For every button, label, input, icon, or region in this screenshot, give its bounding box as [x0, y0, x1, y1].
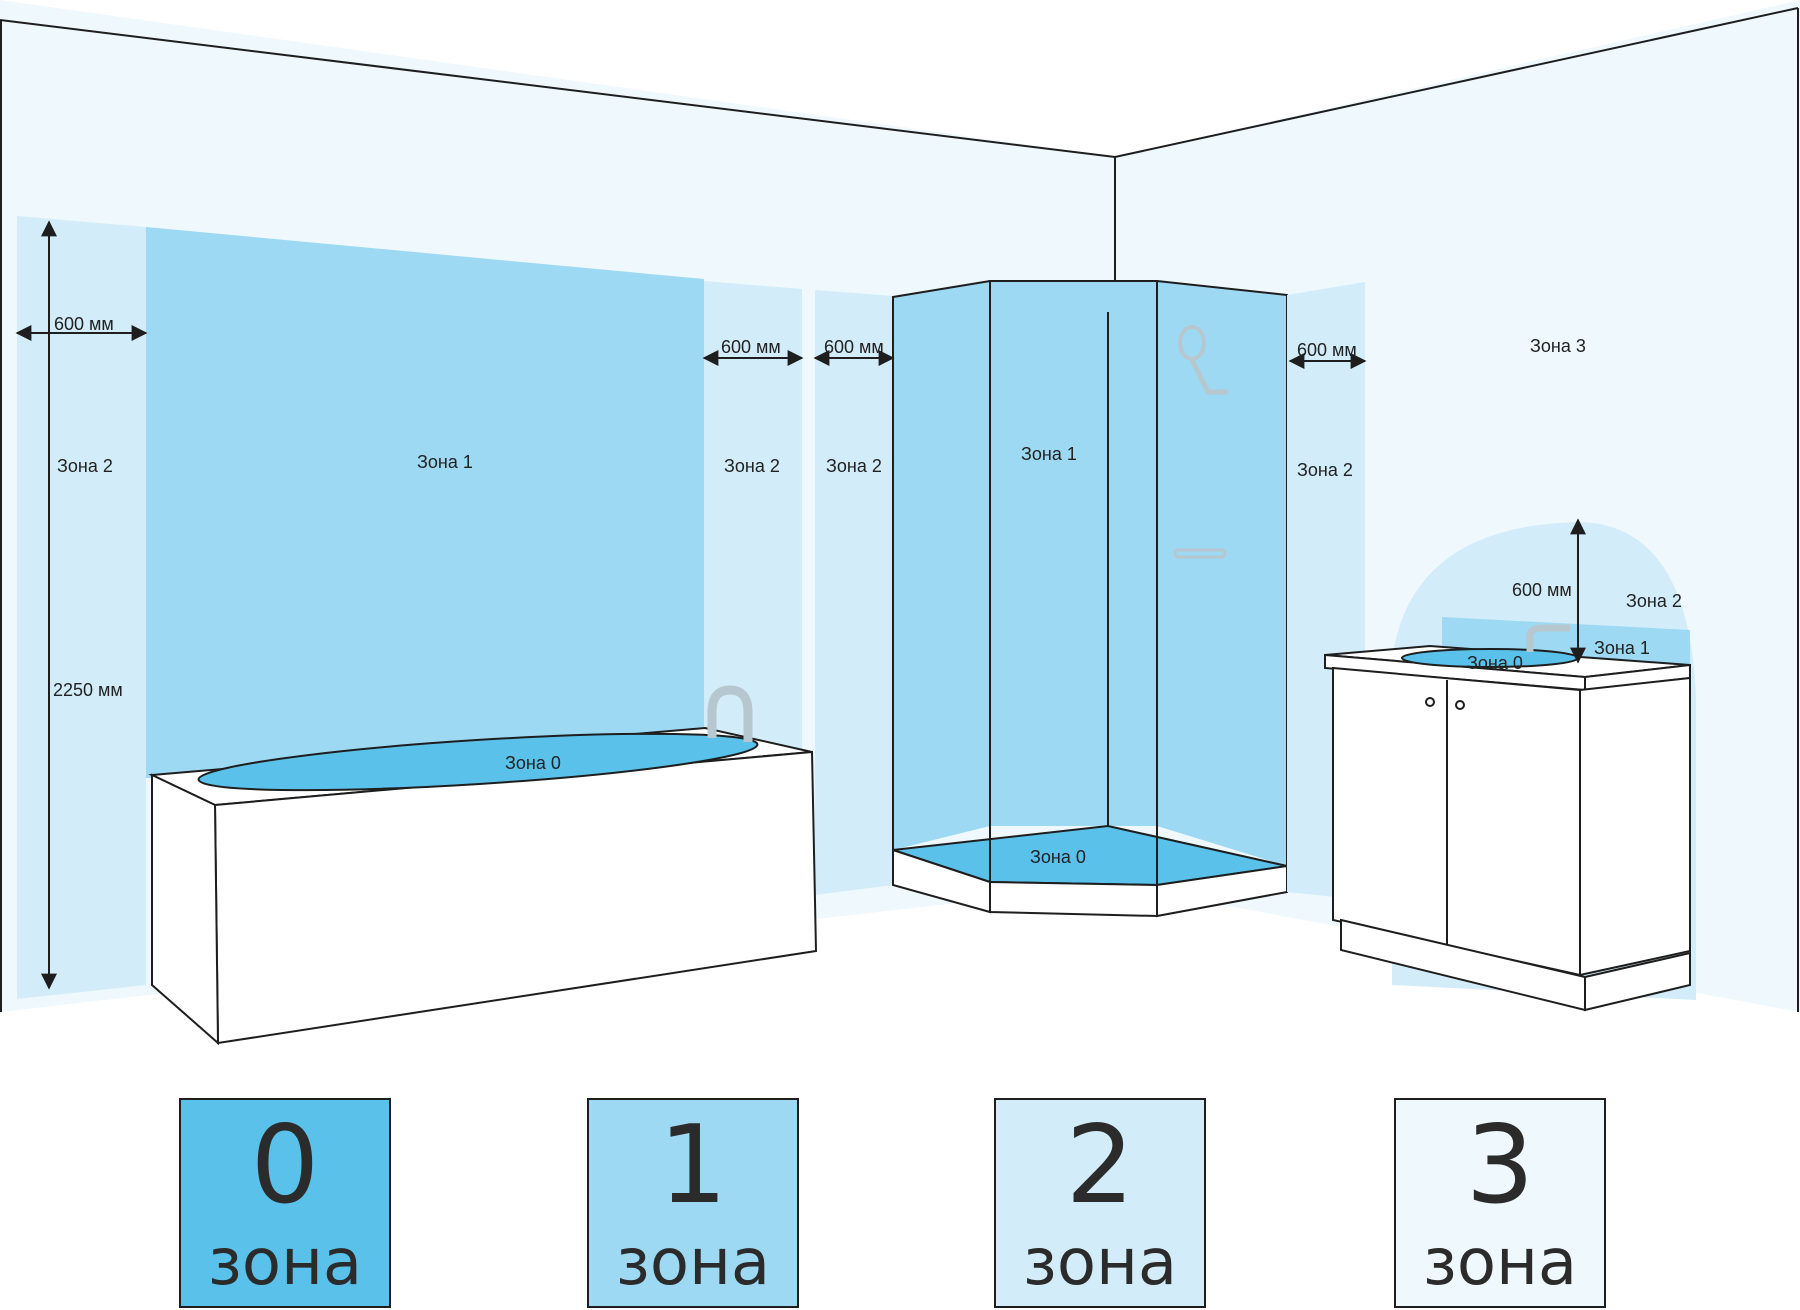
legend-item-zone2: 2 зона — [994, 1098, 1206, 1308]
bath-tub-zone-label: Зона 0 — [505, 753, 561, 773]
sink-height-label: 600 мм — [1512, 580, 1572, 600]
bath-right-zone2 — [704, 281, 802, 772]
bath-wall-zone1 — [146, 227, 704, 778]
bathtub-side — [151, 773, 220, 1046]
legend-word: зона — [616, 1226, 770, 1300]
legend-number: 3 — [1466, 1103, 1535, 1228]
bath-left-zone-label: Зона 2 — [57, 456, 113, 476]
shower-base-mid — [989, 880, 1158, 918]
bath-right-width-label: 600 мм — [721, 337, 781, 357]
legend-word: зона — [1423, 1226, 1577, 1300]
shower-right-zone1 — [1157, 281, 1287, 866]
legend-item-zone0: 0 зона — [179, 1098, 391, 1308]
cabinet-knob-left — [1425, 697, 1435, 707]
shower-tray-zone-label: Зона 0 — [1030, 847, 1086, 867]
bath-height-label: 2250 мм — [53, 680, 123, 700]
legend-item-zone1: 1 зона — [587, 1098, 799, 1308]
shower-left-zone-label: Зона 2 — [826, 456, 882, 476]
sink-zone2-label: Зона 2 — [1626, 591, 1682, 611]
legend-number: 1 — [659, 1103, 728, 1228]
shower-left-width-label: 600 мм — [824, 337, 884, 357]
shower-right-width-label: 600 мм — [1297, 340, 1357, 360]
legend-word: зона — [208, 1226, 362, 1300]
shower-right-zone-label: Зона 2 — [1297, 460, 1353, 480]
shower-zone-label: Зона 1 — [1021, 444, 1077, 464]
shower-back-left-zone1 — [893, 281, 990, 850]
bath-left-width-label: 600 мм — [54, 314, 114, 334]
vanity-cabinet-side — [1579, 676, 1691, 977]
legend-number: 0 — [251, 1103, 320, 1228]
vanity-plinth-side — [1584, 951, 1691, 1012]
sink-zone1-label: Зона 1 — [1594, 638, 1650, 658]
shower-back-right-zone1 — [990, 281, 1157, 826]
cabinet-knob-right — [1455, 700, 1465, 710]
bath-right-zone-label: Зона 2 — [724, 456, 780, 476]
sink-faucet-icon — [1526, 624, 1570, 652]
faucet-icon — [707, 685, 753, 742]
sink-basin-zone-label: Зона 0 — [1467, 653, 1523, 673]
shower-left-zone2 — [815, 290, 893, 895]
bathtub-basin-zone0 — [197, 732, 759, 792]
shower-head-icon — [1173, 325, 1228, 559]
legend-word: зона — [1023, 1226, 1177, 1300]
wall-zone-label: Зона 3 — [1530, 336, 1586, 356]
legend-item-zone3: 3 зона — [1394, 1098, 1606, 1308]
legend: 0 зона 1 зона 2 зона 3 зона — [179, 1098, 1606, 1308]
bath-wall-zone-label: Зона 1 — [417, 452, 473, 472]
legend-number: 2 — [1066, 1103, 1135, 1228]
